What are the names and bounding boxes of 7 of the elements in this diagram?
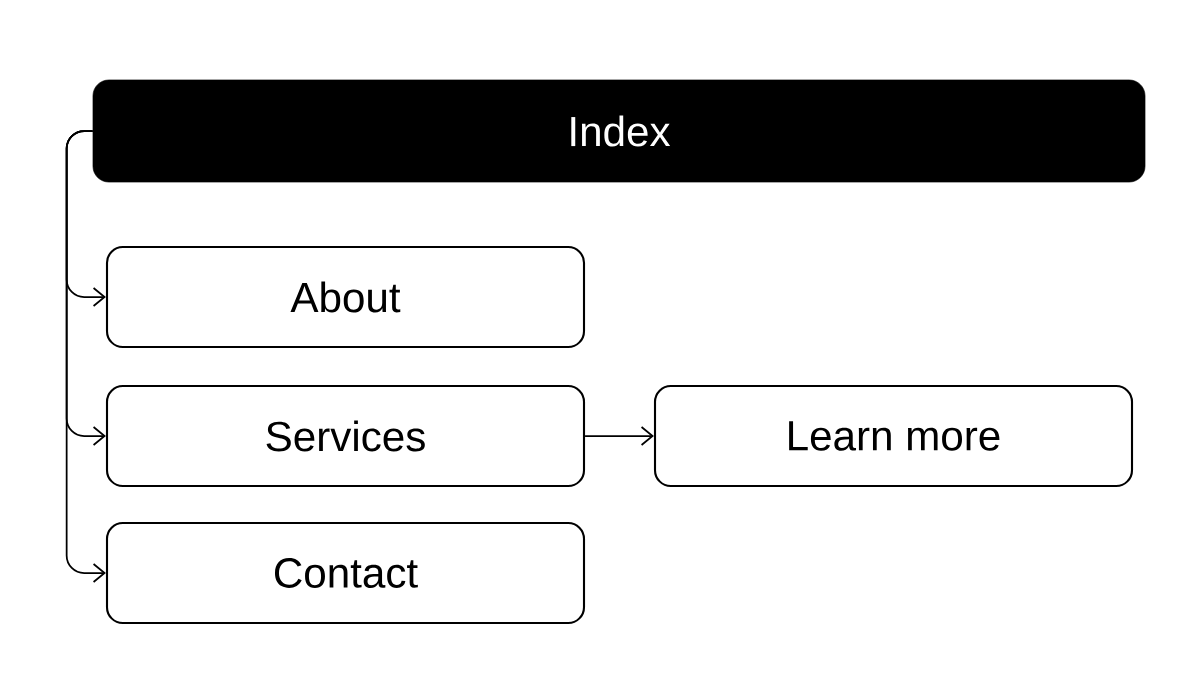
page-box: Learn more [653, 384, 1134, 488]
arrow [65, 130, 106, 583]
arrow [584, 426, 654, 446]
page-box: About [105, 245, 586, 349]
page-box: Services [105, 384, 586, 488]
page-box: Contact [105, 521, 586, 625]
header-box: Index [92, 79, 1146, 183]
